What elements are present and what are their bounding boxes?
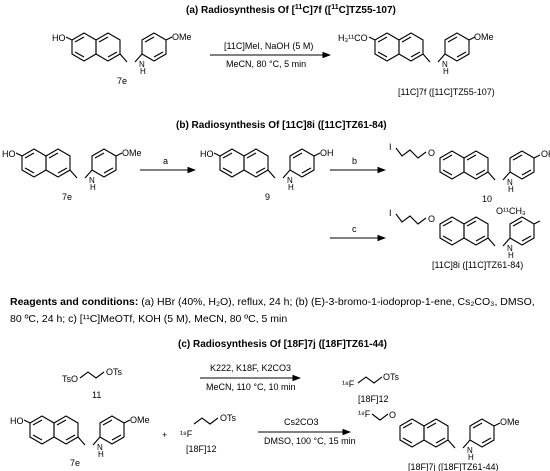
svg-text:H: H: [468, 453, 474, 462]
label-ome-c: OMe: [130, 415, 150, 425]
reagents-c1-top: K222, K18F, K2CO3: [210, 363, 291, 373]
iodopropenyl-10: [395, 147, 427, 159]
label-8i: [11C]8i ([11C]TZ61-84): [432, 260, 523, 270]
compound-8i: [439, 216, 541, 247]
svg-text:H: H: [508, 185, 514, 194]
label-ome-7j: OMe: [500, 417, 520, 427]
label-f18-7j: ¹⁸F: [358, 409, 371, 419]
label-o-10: O: [428, 148, 435, 158]
section-a-title: (a) Radiosynthesis Of [11C]7f ([11C]TZ55…: [186, 4, 396, 16]
label-oh-9: OH: [320, 148, 334, 158]
reagents-a-top: [11C]MeI, NaOH (5 M): [224, 41, 313, 51]
label-tso-11: TsO: [62, 374, 78, 384]
conditions-text: (a) HBr (40%, H₂O), reflux, 24 h; (b) (E…: [10, 296, 535, 325]
svg-text:H: H: [90, 183, 96, 192]
label-ho-9: HO: [200, 149, 214, 159]
label-ho-c: HO: [10, 416, 24, 426]
step-c-label: c: [352, 224, 357, 234]
svg-text:H: H: [140, 67, 146, 76]
compound-7e-a: [65, 32, 173, 63]
reagents-a-bottom: MeCN, 80 °C, 5 min: [226, 59, 306, 69]
label-oh-10: OH: [541, 149, 550, 159]
label-i-10: I: [389, 142, 392, 152]
svg-text:N: N: [507, 244, 513, 253]
svg-text:N: N: [442, 60, 448, 69]
iodopropenyl-8i: [395, 213, 427, 225]
label-ots-12b: OTs: [220, 413, 237, 423]
label-11: 11: [92, 390, 101, 400]
svg-text:H: H: [508, 251, 514, 260]
ethylene-7j: [371, 413, 389, 421]
label-7e-b: 7e: [62, 192, 72, 202]
label-o-7j: O: [389, 410, 396, 420]
svg-text:H: H: [98, 450, 104, 459]
conditions-heading: Reagents and conditions:: [10, 296, 139, 308]
reagents-c1-bottom: MeCN, 110 °C, 10 min: [206, 382, 295, 392]
step-b-label: b: [352, 156, 357, 166]
section-b-title: (b) Radiosynthesis Of [11C]8i ([11C]TZ61…: [176, 120, 387, 131]
svg-text:N: N: [467, 446, 473, 455]
compound-10: [439, 150, 541, 181]
label-9: 9: [265, 192, 270, 202]
label-ots-11: OTs: [106, 367, 123, 377]
label-12: [18F]12: [358, 394, 389, 404]
section-c-title: (c) Radiosynthesis Of [18F]7j ([18F]TZ61…: [178, 339, 387, 350]
label-7f: [11C]7f ([11C]TZ55-107): [398, 87, 495, 97]
label-ome-b: OMe: [122, 148, 142, 158]
label-ho-b: HO: [2, 149, 16, 159]
svg-text:H: H: [443, 67, 449, 76]
label-och3-a: H₃¹¹CO: [338, 33, 368, 43]
compound-9: [213, 148, 321, 179]
ethylene-12: [357, 376, 383, 384]
svg-text:N: N: [97, 443, 103, 452]
plus-sign: +: [162, 430, 167, 440]
label-ots-12: OTs: [383, 372, 400, 382]
label-7e-a: 7e: [117, 76, 127, 86]
label-nh-a: N: [139, 60, 145, 69]
label-och3-8i: O¹¹CH₃: [496, 206, 526, 216]
step-a-label: a: [163, 156, 168, 166]
compound-7j: [399, 418, 501, 449]
label-10: 10: [482, 194, 492, 204]
reagents-c2-top: Cs2CO3: [284, 417, 319, 427]
svg-text:N: N: [287, 176, 293, 185]
label-7e-c: 7e: [70, 458, 80, 468]
label-7j: [18F]7j ([18F]TZ61-44): [408, 462, 499, 471]
compound-7e-c: [23, 415, 131, 446]
reagents-c2-bottom: DMSO, 100 °C, 15 min: [264, 436, 356, 446]
label-f18-reagent: ¹⁸F: [180, 429, 193, 439]
label-ome-7f: OMe: [474, 32, 494, 42]
label-i-8i: I: [389, 208, 392, 218]
compound-7f: [368, 32, 476, 63]
compound-7e-b: [15, 148, 123, 179]
label-f18-12: ¹⁸F: [342, 379, 355, 389]
label-ho-a: HO: [52, 33, 66, 43]
ethylene-11: [79, 371, 105, 379]
label-o-8i: O: [428, 214, 435, 224]
ethylene-12b: [193, 417, 219, 425]
reagents-conditions: Reagents and conditions: (a) HBr (40%, H…: [10, 294, 540, 328]
label-ome-a: OMe: [172, 32, 192, 42]
svg-text:H: H: [288, 183, 294, 192]
label-12b: [18F]12: [186, 444, 217, 454]
svg-text:N: N: [89, 176, 95, 185]
svg-text:N: N: [507, 178, 513, 187]
